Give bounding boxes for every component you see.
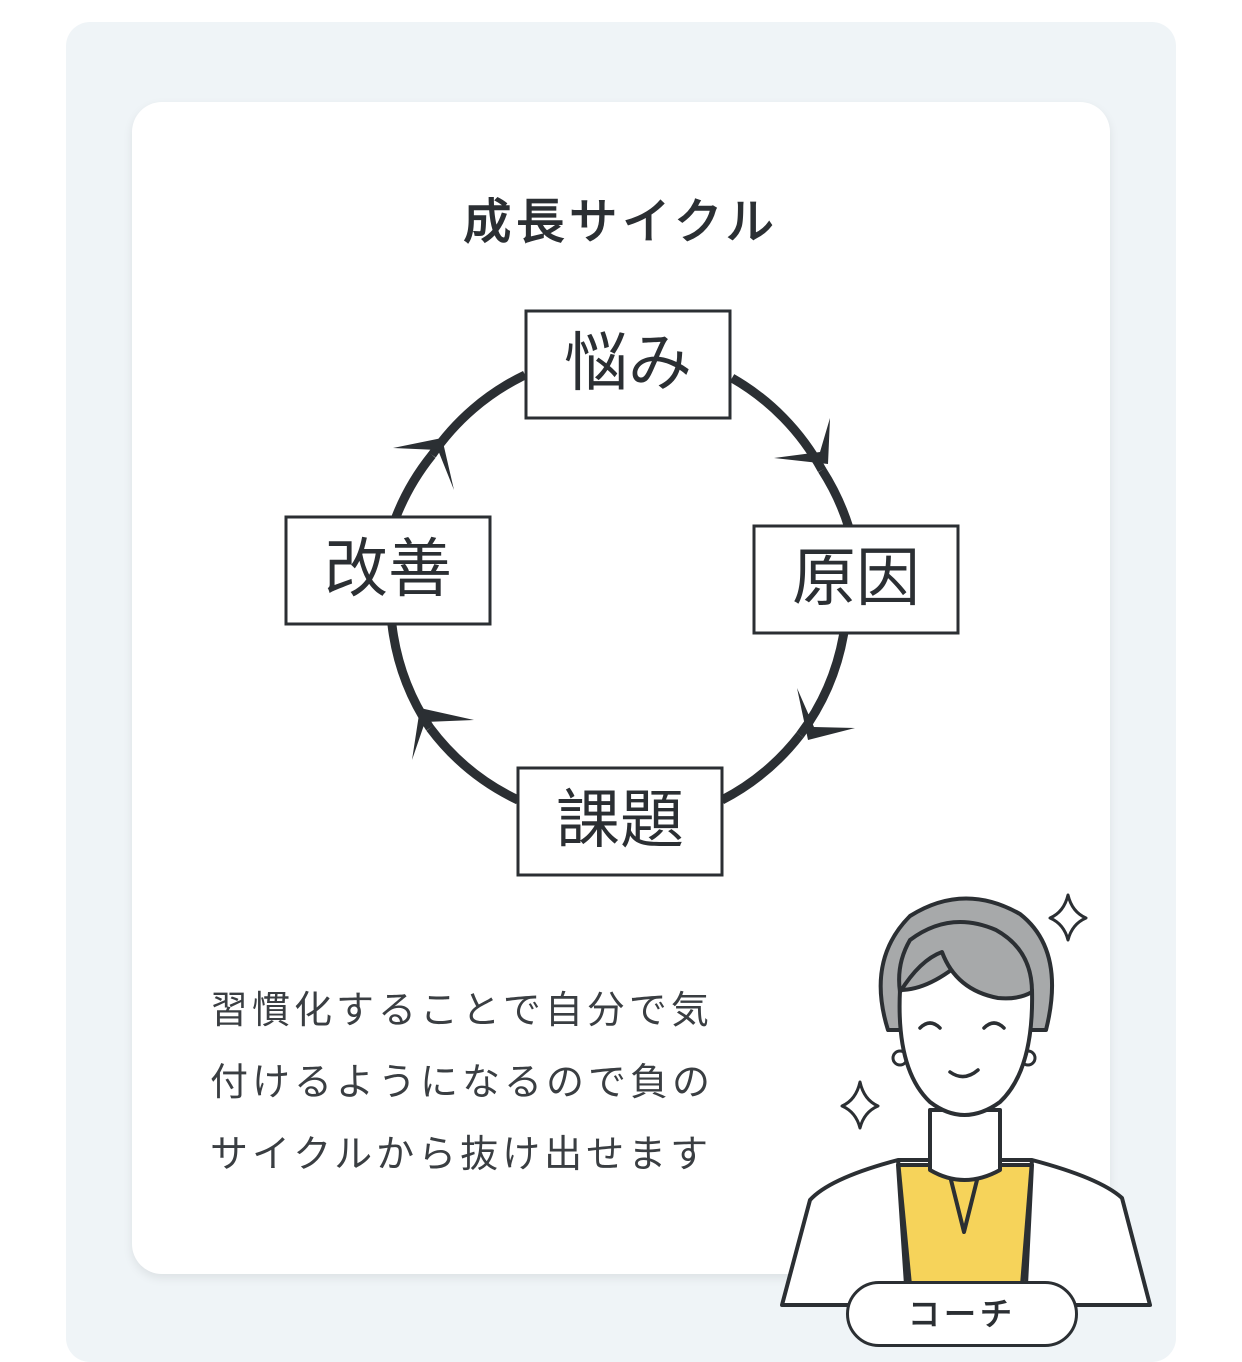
- arrowhead-to-cause-icon: [774, 418, 830, 464]
- node-label-worry: 悩み: [564, 327, 692, 401]
- coach-neck: [928, 1108, 1002, 1182]
- sparkle-icon: [1048, 893, 1088, 942]
- node-box-issue: [516, 766, 724, 877]
- description-text: 習慣化することで自分で気 付けるようになるので負の サイクルから抜け出せます: [210, 974, 810, 1190]
- cycle-arc-bottom-left: [426, 725, 520, 805]
- node-box-improvement: [284, 515, 492, 626]
- coach-mouth: [948, 1068, 980, 1079]
- coach-badge: コーチ: [846, 1281, 1078, 1347]
- arrowhead-to-worry-icon: [393, 438, 454, 490]
- coach-lapel: [1020, 1159, 1034, 1286]
- sparkle-icon: [840, 1080, 880, 1130]
- description-line: サイクルから抜け出せます: [210, 1132, 713, 1176]
- arrowhead-to-issue-icon: [797, 688, 855, 740]
- arrowhead-to-improvement-icon: [412, 708, 474, 760]
- node-label-issue: 課題: [556, 784, 684, 858]
- coach-collar: [946, 1167, 982, 1234]
- coach-eye: [918, 1021, 942, 1030]
- node-label-cause: 原因: [792, 542, 920, 616]
- coach-eye: [982, 1021, 1006, 1030]
- diagram-title: 成長サイクル: [463, 194, 779, 250]
- cycle-arc-top-left: [428, 370, 527, 458]
- node-box-cause: [752, 524, 960, 635]
- node-box-worry: [524, 309, 732, 420]
- cycle-arc-left-upper: [391, 452, 436, 519]
- coach-lapel: [896, 1159, 912, 1286]
- coach-illustration: [780, 893, 1152, 1307]
- description-line: 習慣化することで自分で気: [210, 988, 713, 1032]
- cycle-arc-right-upper: [818, 467, 854, 530]
- node-label-improvement: 改善: [324, 533, 452, 607]
- description-line: 付けるようになるので負の: [210, 1060, 715, 1104]
- cycle-arc-bottom-right: [719, 732, 804, 804]
- coach-bangs: [897, 920, 1034, 1001]
